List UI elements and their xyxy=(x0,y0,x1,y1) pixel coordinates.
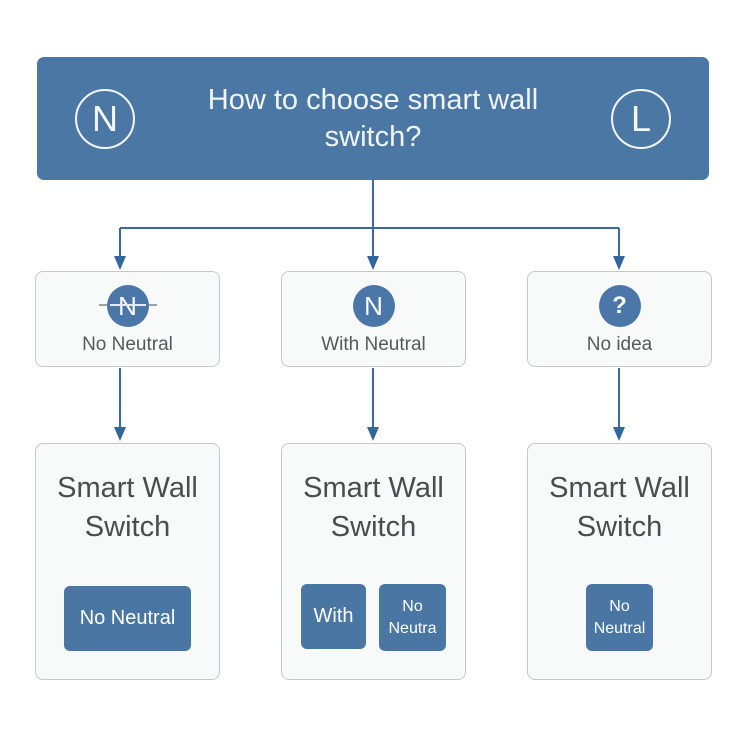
option-label: No idea xyxy=(586,334,653,355)
arrowhead xyxy=(367,256,379,270)
arrowhead xyxy=(367,427,379,441)
with-button: With xyxy=(301,584,366,649)
strike-line-inner xyxy=(109,304,146,306)
line-badge: L xyxy=(611,88,671,149)
option-label: With Neutral xyxy=(321,334,426,355)
line-badge-letter: L xyxy=(630,97,652,139)
arrowhead xyxy=(114,427,126,441)
button-row: With No Neutra xyxy=(282,584,465,651)
option-box-no-idea: ? No idea xyxy=(527,271,712,367)
no-neutral-small-button: No Neutra xyxy=(379,584,446,651)
product-box-no-idea: Smart Wall Switch No Neutral xyxy=(527,443,712,680)
no-neutral-small-button: No Neutral xyxy=(586,584,653,651)
product-box-no-neutral: Smart Wall Switch No Neutral xyxy=(35,443,220,680)
product-title: Smart Wall Switch xyxy=(549,472,690,543)
arrowhead xyxy=(613,427,625,441)
neutral-badge: N xyxy=(75,88,135,149)
neutral-icon: N xyxy=(352,285,395,327)
neutral-badge-letter: N xyxy=(92,97,118,139)
product-title: Smart Wall Switch xyxy=(303,472,444,543)
question-icon: ? xyxy=(598,285,641,327)
no-neutral-button: No Neutral xyxy=(64,586,191,651)
button-row: No Neutral xyxy=(36,586,219,651)
option-box-no-neutral: N No Neutral xyxy=(35,271,220,367)
product-title: Smart Wall Switch xyxy=(57,472,198,543)
button-row: No Neutral xyxy=(528,584,711,651)
no-neutral-icon: N xyxy=(98,285,157,327)
option-label: No Neutral xyxy=(82,334,173,355)
product-box-with-neutral: Smart Wall Switch With No Neutra xyxy=(281,443,466,680)
arrowhead xyxy=(114,256,126,270)
arrowhead xyxy=(613,256,625,270)
option-box-with-neutral: N With Neutral xyxy=(281,271,466,367)
header-box: N How to choose smart wall switch? L xyxy=(37,57,709,180)
page-title: How to choose smart wall switch? xyxy=(207,83,539,153)
